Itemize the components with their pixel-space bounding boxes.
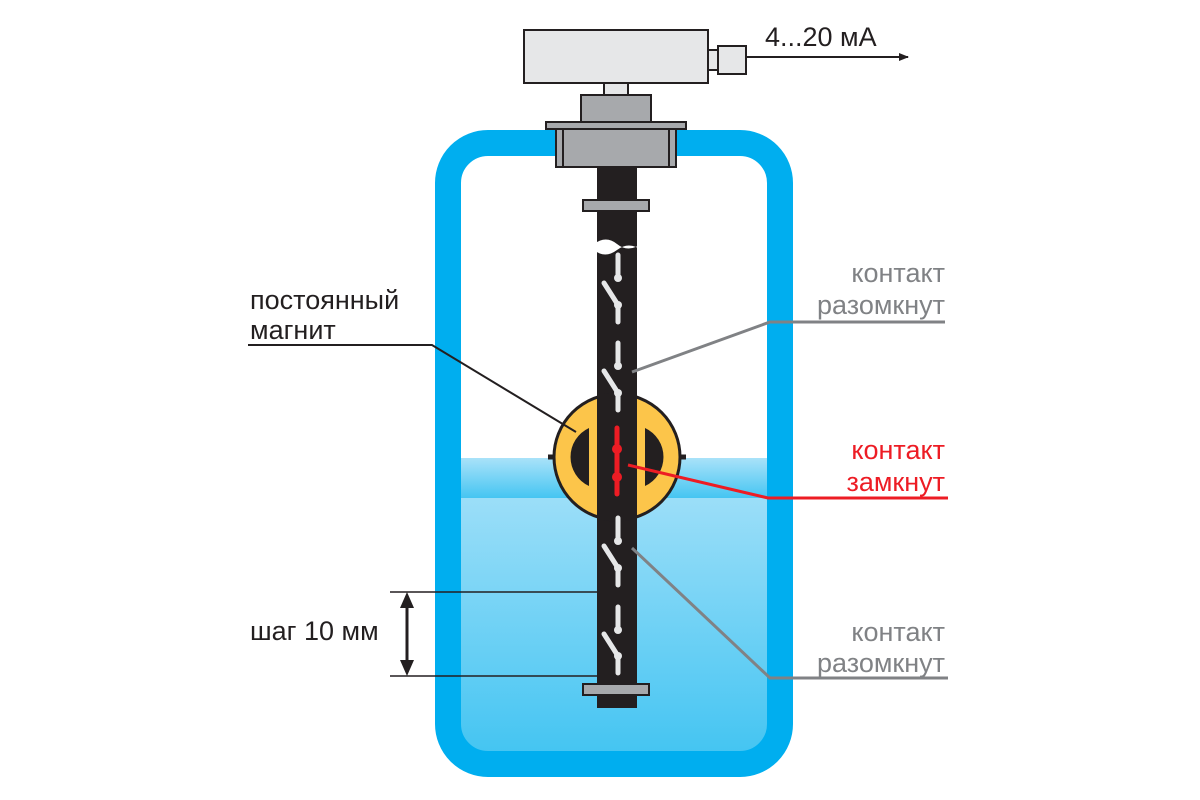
open-bottom-label-line1: контакт <box>851 617 945 647</box>
step-dimension <box>390 591 597 677</box>
step-label: шаг 10 мм <box>250 616 379 646</box>
closed-leader <box>627 463 948 500</box>
open-bottom-label-line2: разомкнут <box>817 648 945 678</box>
reed-switches-open <box>601 252 622 676</box>
closed-label-line2: замкнут <box>846 467 945 497</box>
signal-label: 4...20 мА <box>765 22 877 52</box>
bottom-stop <box>582 683 650 696</box>
break-mark <box>594 239 641 255</box>
reed-switch-closed <box>612 425 622 497</box>
closed-label-line1: контакт <box>851 435 945 465</box>
magnet-label-line2: магнит <box>250 315 336 345</box>
open-top-label-line1: контакт <box>851 258 945 288</box>
transmitter-head <box>523 29 747 168</box>
open-top-leader <box>631 320 945 374</box>
magnet-label-line1: постоянный <box>250 285 399 315</box>
open-top-label-line2: разомкнут <box>817 290 945 320</box>
magnet-leader <box>248 344 577 433</box>
open-bottom-leader <box>630 546 948 680</box>
top-stop <box>582 199 650 212</box>
